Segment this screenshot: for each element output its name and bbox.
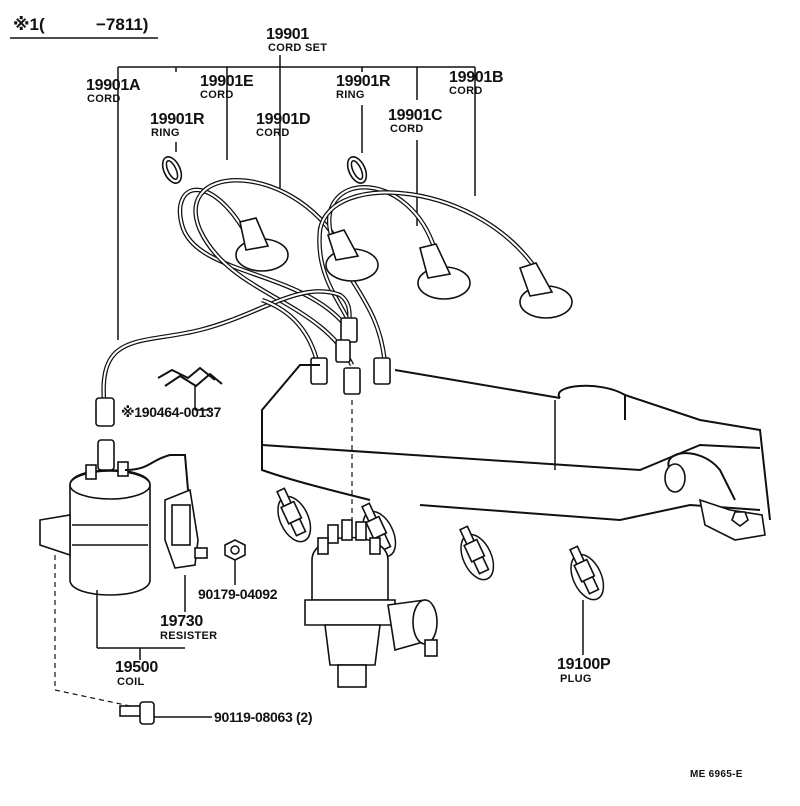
header-range: −7811) xyxy=(96,15,149,34)
coil-number: 19500 xyxy=(115,659,158,676)
plug-number: 19100P xyxy=(557,656,611,673)
resister-name: RESISTER xyxy=(160,630,218,642)
bolt-number: 90119-08063 (2) xyxy=(214,709,313,725)
coil-name: COIL xyxy=(117,676,145,688)
cord-d-name: CORD xyxy=(256,127,290,139)
wire-harness-number: ※190464-00137 xyxy=(121,404,222,420)
header-mark: ※1( xyxy=(13,15,45,34)
cord-e-name: CORD xyxy=(200,89,234,101)
cord-a-number: 19901A xyxy=(86,77,141,94)
plug-boots xyxy=(235,217,573,319)
distributor-part xyxy=(304,400,438,688)
cord-e-number: 19901E xyxy=(200,73,254,90)
footer-code: ME 6965-E xyxy=(690,769,743,780)
cord-c-number: 19901C xyxy=(388,107,443,124)
ring-left-part xyxy=(161,156,183,184)
cord-b-name: CORD xyxy=(449,85,483,97)
ring-left-name: RING xyxy=(151,127,180,139)
ignition-cords xyxy=(101,178,542,411)
nut-number: 90179-04092 xyxy=(198,586,278,602)
cord-d-number: 19901D xyxy=(256,111,311,128)
ring-right-number: 19901R xyxy=(336,73,391,90)
ring-left-number: 19901R xyxy=(150,111,205,128)
plug-name: PLUG xyxy=(560,673,592,685)
wire-harness-part xyxy=(157,366,223,411)
resister-number: 19730 xyxy=(160,613,203,630)
cord-b-number: 19901B xyxy=(449,69,504,86)
resister-part xyxy=(164,488,208,569)
cylinder-head-cover xyxy=(261,364,771,541)
bolt-part xyxy=(119,701,212,725)
ring-right-part xyxy=(346,156,368,184)
cord-c-name: CORD xyxy=(390,123,424,135)
ignition-coil-part xyxy=(39,397,189,596)
cord-set-bracket xyxy=(117,55,476,340)
cord-set-name: CORD SET xyxy=(268,42,328,54)
cord-set-number: 19901 xyxy=(266,26,309,43)
cord-a-name: CORD xyxy=(87,93,121,105)
ring-right-name: RING xyxy=(336,89,365,101)
coil-leaders xyxy=(54,555,186,707)
nut-part xyxy=(224,539,246,585)
